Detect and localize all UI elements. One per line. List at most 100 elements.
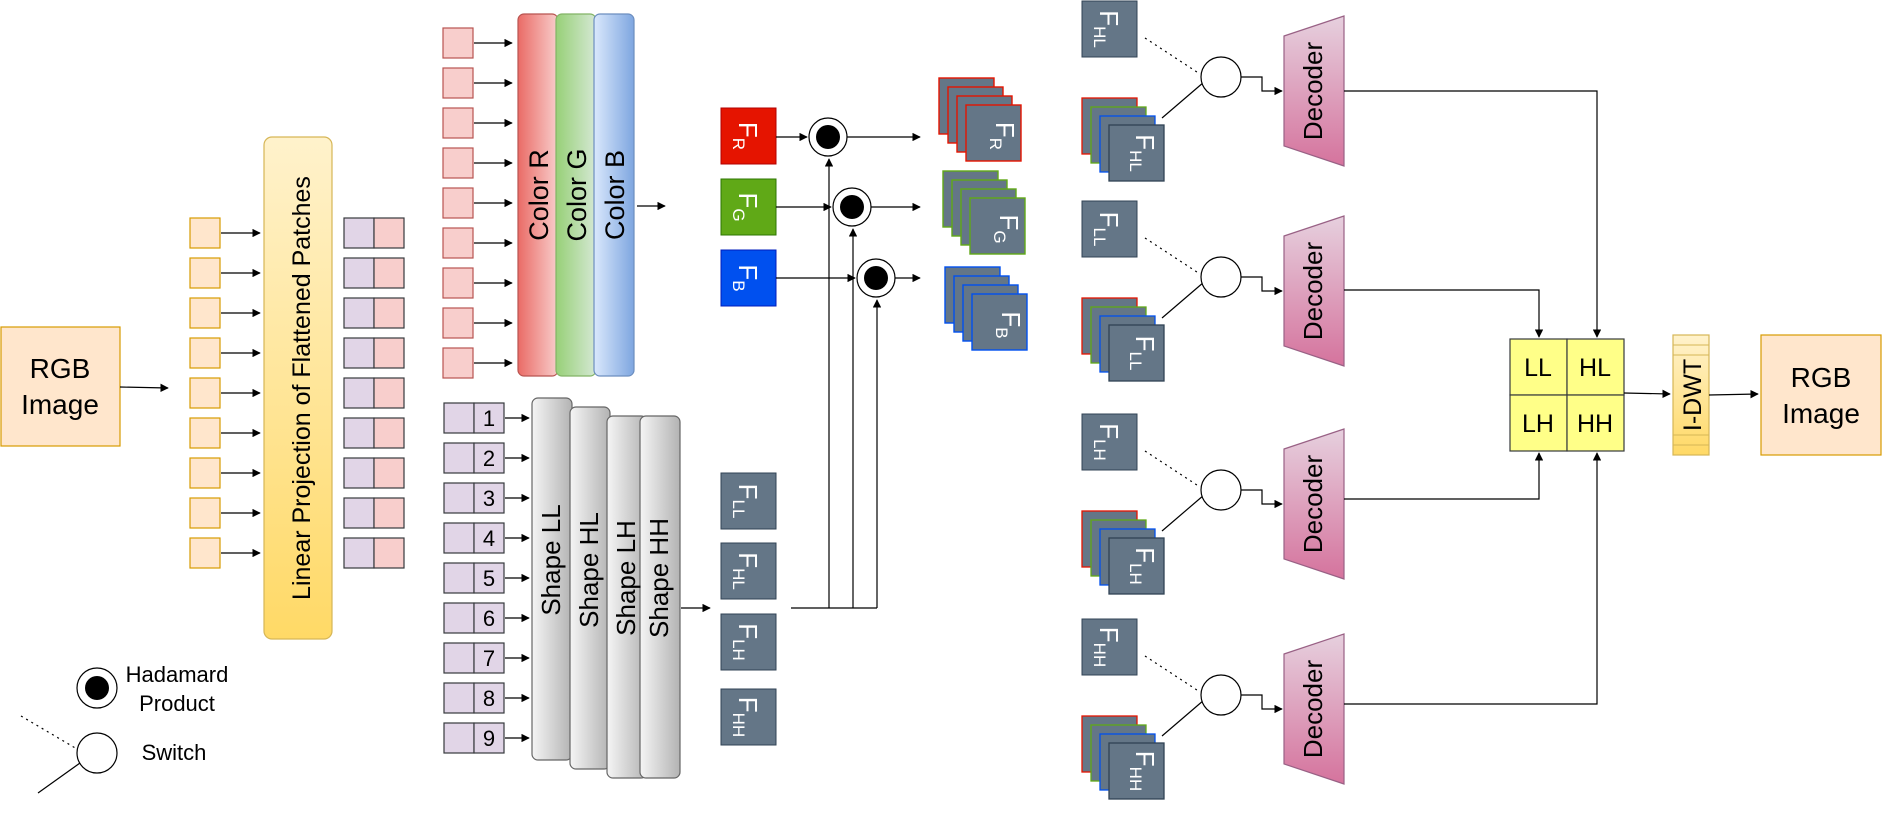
numbered-patch-left [443, 522, 475, 554]
embed-pair-right [373, 217, 405, 249]
feature-label-sub: B [992, 327, 1011, 338]
feature-stack: FR [938, 77, 1022, 162]
embed-pair-right [373, 377, 405, 409]
numbered-patch-right [473, 642, 505, 674]
feature-label-main: F [994, 214, 1024, 230]
fr-sub: R [729, 138, 748, 150]
feature-label: FB [992, 311, 1026, 338]
svg-text:FR: FR [729, 122, 763, 150]
feature-label-main: F [1130, 751, 1160, 767]
color-patch [442, 27, 474, 59]
feature-stack: FG [942, 170, 1026, 255]
svg-text:FB: FB [729, 264, 763, 291]
decoder-block [1283, 428, 1345, 580]
switch-solid-line [1161, 81, 1205, 119]
color-feature-fr: FR [720, 107, 777, 165]
numbered-patch-left [443, 722, 475, 754]
color-patch [442, 187, 474, 219]
patch-number: 9 [483, 726, 495, 751]
switch-to-decoder-arrow [1241, 76, 1283, 96]
embed-pair-right [373, 337, 405, 369]
switch-dotted-line [1144, 237, 1201, 275]
shape-feature-square [720, 542, 777, 600]
numbered-patch-left [443, 442, 475, 474]
numbered-patch-left [443, 482, 475, 514]
feature-label-sub: LL [1090, 227, 1109, 246]
fb-sub: B [729, 280, 748, 291]
patch-number: 3 [483, 486, 495, 511]
color-feature-fb: FB [720, 249, 777, 307]
shape-hh-label: Shape HH [644, 518, 674, 638]
feature-label: FLL [1126, 336, 1160, 371]
color-patch [442, 267, 474, 299]
shape-hh-block [639, 415, 681, 779]
color-patch [442, 347, 474, 379]
decoder-label: Decoder [1298, 455, 1328, 554]
numbered-patch-right [473, 442, 505, 474]
linear-projection-label: Linear Projection of Flattened Patches [288, 176, 316, 600]
feature-label-main: F [733, 623, 763, 639]
stack-layer [969, 197, 1026, 255]
input-label-line2: Image [21, 389, 99, 420]
feature-label: FLH [729, 623, 763, 661]
feature-label-main: F [1130, 134, 1160, 150]
numbered-patch-left [443, 602, 475, 634]
shape-feature-square [720, 613, 777, 671]
hadamard-products [776, 117, 921, 609]
feature-label: FHL [1126, 134, 1160, 172]
embed-pair-right [373, 417, 405, 449]
idwt-block: I-DWT [1672, 334, 1710, 456]
embed-pair-left [343, 377, 375, 409]
feature-label: FHH [1126, 751, 1160, 791]
feature-label: FHH [729, 697, 763, 737]
wavelet-grid: LL HL LH HH [1509, 338, 1625, 452]
feature-label-main: F [990, 122, 1020, 138]
shape-blocks: Shape LL Shape HL Shape LH Shape HH [531, 397, 681, 779]
fg-main: F [733, 192, 763, 208]
feature-label-sub: HL [729, 568, 748, 590]
input-label-line1: RGB [30, 353, 91, 384]
feature-label-sub: G [990, 230, 1009, 243]
feature-label: FLH [1090, 423, 1124, 461]
patch-number: 7 [483, 646, 495, 671]
switch-dotted-line [1144, 655, 1201, 693]
numbered-patch-left [443, 642, 475, 674]
svg-text:FG: FG [729, 192, 763, 221]
embedding-pair-column [343, 217, 405, 569]
patch-number: 1 [483, 406, 495, 431]
embed-pair-left [343, 417, 375, 449]
legend-switch-label: Switch [142, 740, 207, 765]
branch-feature-square [1081, 0, 1138, 58]
feature-label-main: F [1094, 212, 1124, 228]
decoder-branches: FHLFHLDecoderFLLFLLDecoderFLHFLHDecoderF… [1081, 0, 1345, 800]
orange-patch [189, 257, 221, 289]
color-r-label: Color R [524, 149, 554, 241]
feature-label-sub: LL [1126, 351, 1145, 370]
linear-projection-block: Linear Projection of Flattened Patches [263, 136, 333, 640]
grid-hh-label: HH [1577, 410, 1613, 438]
shape-ll-label: Shape LL [536, 504, 566, 615]
legend-hadamard-line1: Hadamard [126, 662, 229, 687]
embed-pair-right [373, 297, 405, 329]
feature-label-main: F [1094, 627, 1124, 643]
legend: Hadamard Product Switch [20, 662, 229, 794]
patch-number: 6 [483, 606, 495, 631]
numbered-patch-left [443, 682, 475, 714]
switch-solid-line [1161, 281, 1205, 319]
orange-patch-column [189, 217, 261, 569]
shape-feature-square [720, 688, 777, 746]
stack-layer [971, 293, 1028, 351]
stack-layer [965, 104, 1022, 162]
switch-to-decoder-arrow [1241, 489, 1283, 509]
orange-patch [189, 337, 221, 369]
decoder-block [1283, 633, 1345, 785]
grid-cell-lh [1509, 394, 1568, 452]
orange-patch [189, 217, 221, 249]
color-g-label: Color G [562, 148, 592, 241]
switch-circle [1200, 56, 1242, 98]
decoder-label: Decoder [1298, 42, 1328, 141]
